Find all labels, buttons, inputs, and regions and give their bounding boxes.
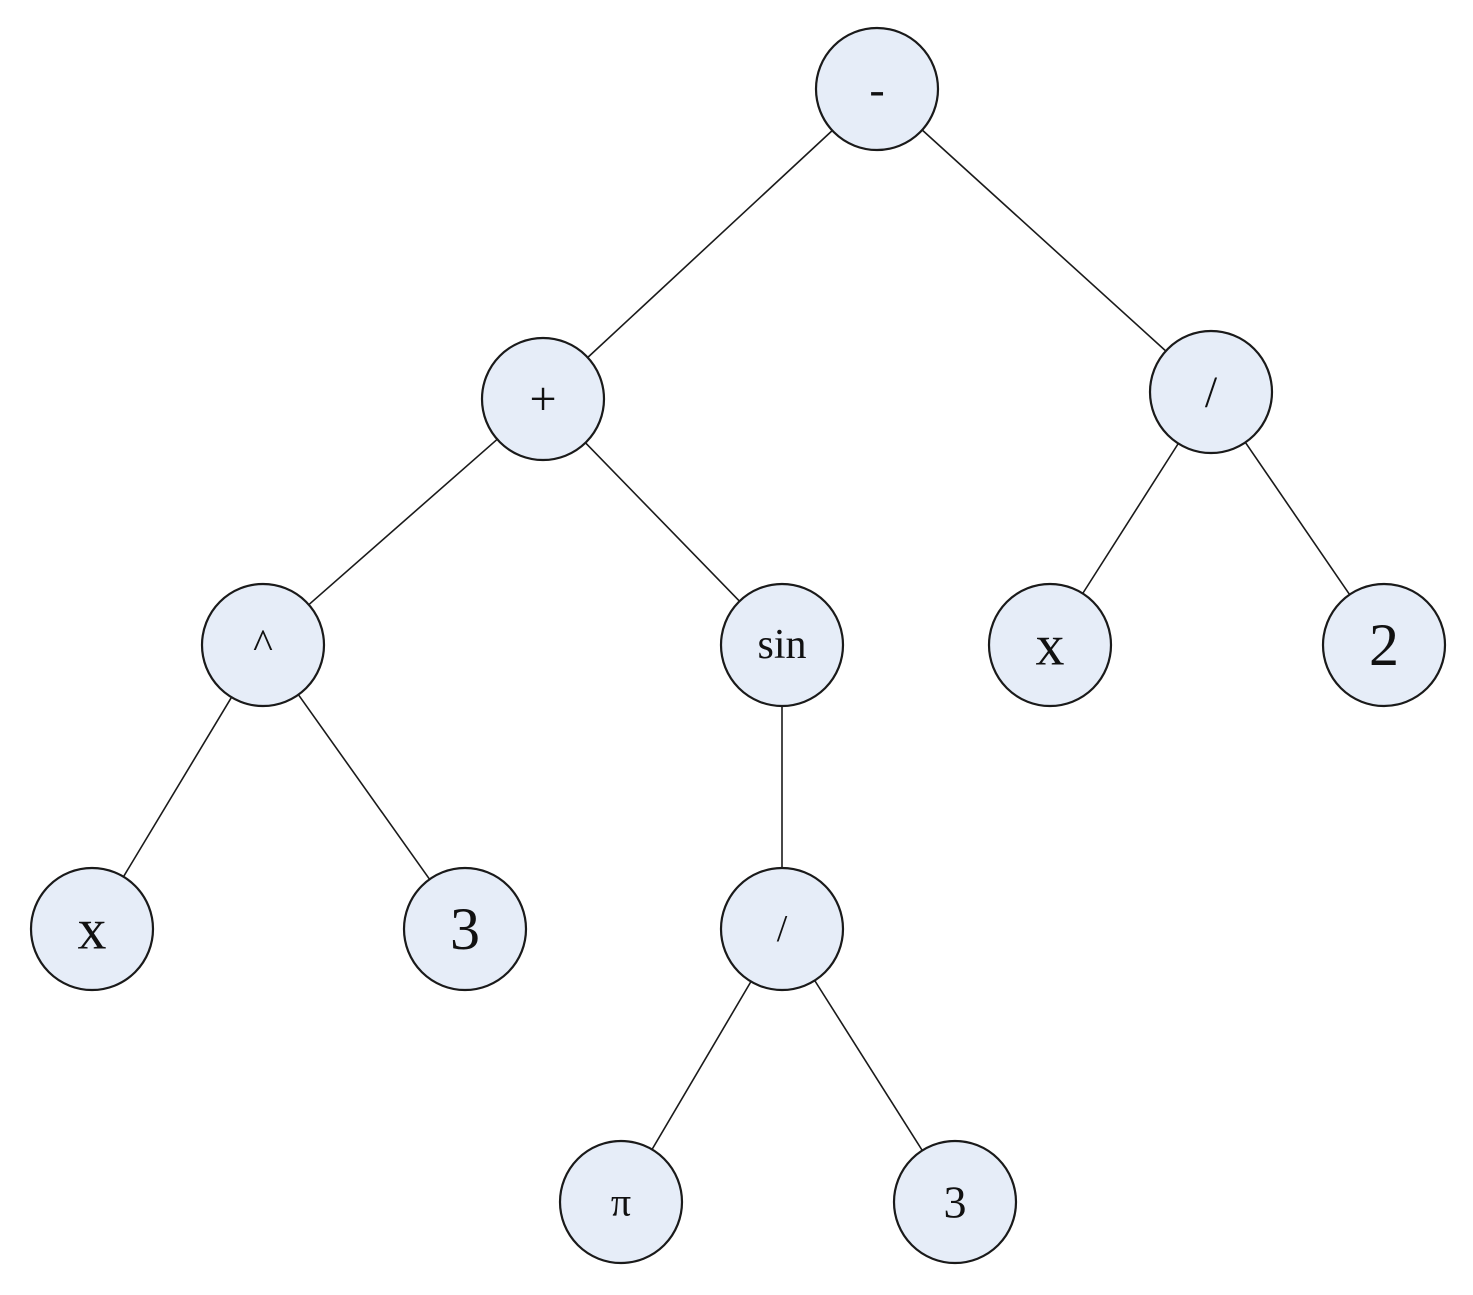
- node-pow: ^: [200, 582, 326, 708]
- node-circle-plus: [480, 336, 606, 462]
- edge-plus-to-pow: [308, 438, 498, 606]
- node-circle-pow: [200, 582, 326, 708]
- node-root: -: [814, 26, 940, 152]
- edge-div-right-to-two: [1244, 441, 1351, 596]
- node-circle-pi: [558, 1139, 684, 1265]
- node-circle-sin: [719, 582, 845, 708]
- edge-root-to-div-right: [921, 129, 1167, 352]
- node-circle-three-left: [402, 866, 528, 992]
- node-label-x-right: x: [1036, 613, 1065, 678]
- node-circle-x-left: [29, 866, 155, 992]
- node-circle-div-inner: [719, 866, 845, 992]
- node-circle-root: [814, 26, 940, 152]
- node-three-inner: 3: [892, 1139, 1018, 1265]
- node-label-two: 2: [1369, 612, 1399, 678]
- node-label-pi: π: [611, 1180, 631, 1225]
- node-three-left: 3: [402, 866, 528, 992]
- tree-edges: [122, 129, 1351, 1151]
- node-circle-two: [1321, 582, 1447, 708]
- node-two: 2: [1321, 582, 1447, 708]
- node-sin: sin: [719, 582, 845, 708]
- node-label-sin: sin: [757, 622, 806, 668]
- node-circle-three-inner: [892, 1139, 1018, 1265]
- edge-div-inner-to-three-inner: [814, 980, 923, 1151]
- node-label-div-inner: /: [777, 908, 788, 950]
- node-div-inner: /: [719, 866, 845, 992]
- edge-root-to-plus: [587, 129, 833, 359]
- edge-plus-to-sin: [584, 442, 741, 602]
- edge-pow-to-three-left: [297, 694, 431, 880]
- node-plus: +: [480, 336, 606, 462]
- node-x-right: x: [987, 582, 1113, 708]
- node-label-root: -: [869, 64, 884, 115]
- node-pi: π: [558, 1139, 684, 1265]
- node-x-left: x: [29, 866, 155, 992]
- edge-div-right-to-x-right: [1082, 443, 1179, 594]
- node-circle-div-right: [1148, 329, 1274, 455]
- node-div-right: /: [1148, 329, 1274, 455]
- node-circle-x-right: [987, 582, 1113, 708]
- tree-nodes: - + / ^ sin x 2 x 3 / π 3: [29, 26, 1447, 1265]
- edge-div-inner-to-pi: [651, 981, 752, 1150]
- node-label-plus: +: [529, 373, 556, 426]
- edge-pow-to-x-left: [122, 696, 233, 878]
- node-label-three-inner: 3: [944, 1177, 967, 1228]
- node-label-three-left: 3: [450, 896, 480, 962]
- node-label-x-left: x: [78, 897, 107, 962]
- node-label-div-right: /: [1205, 368, 1218, 417]
- node-label-pow: ^: [253, 622, 273, 668]
